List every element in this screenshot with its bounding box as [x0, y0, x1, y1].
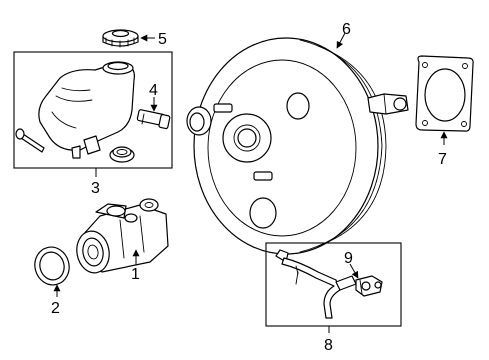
vacuum-hose — [275, 249, 357, 319]
reservoir-grommet — [109, 146, 135, 163]
fluid-level-sensor — [136, 109, 171, 130]
level-sensor-bolt — [15, 128, 45, 153]
booster-gasket — [415, 55, 474, 132]
callout-1: 1 — [131, 266, 140, 283]
callout-9: 9 — [344, 250, 353, 267]
leader-9 — [349, 263, 359, 279]
master-cylinder-seal — [34, 246, 70, 286]
callout-4: 4 — [149, 82, 158, 99]
reservoir-group-box — [13, 51, 173, 169]
callout-6: 6 — [342, 21, 351, 38]
callout-2: 2 — [51, 300, 60, 317]
callout-3: 3 — [91, 180, 100, 197]
master-cylinder — [76, 198, 169, 274]
vacuum-hose-group-box — [265, 242, 402, 327]
callout-7: 7 — [438, 151, 447, 168]
callout-8: 8 — [324, 337, 333, 354]
leader-6 — [336, 32, 346, 49]
brake-booster — [186, 37, 409, 255]
fluid-reservoir — [38, 61, 135, 159]
callout-5: 5 — [158, 31, 167, 48]
reservoir-cap — [102, 29, 139, 48]
check-valve — [355, 275, 383, 297]
